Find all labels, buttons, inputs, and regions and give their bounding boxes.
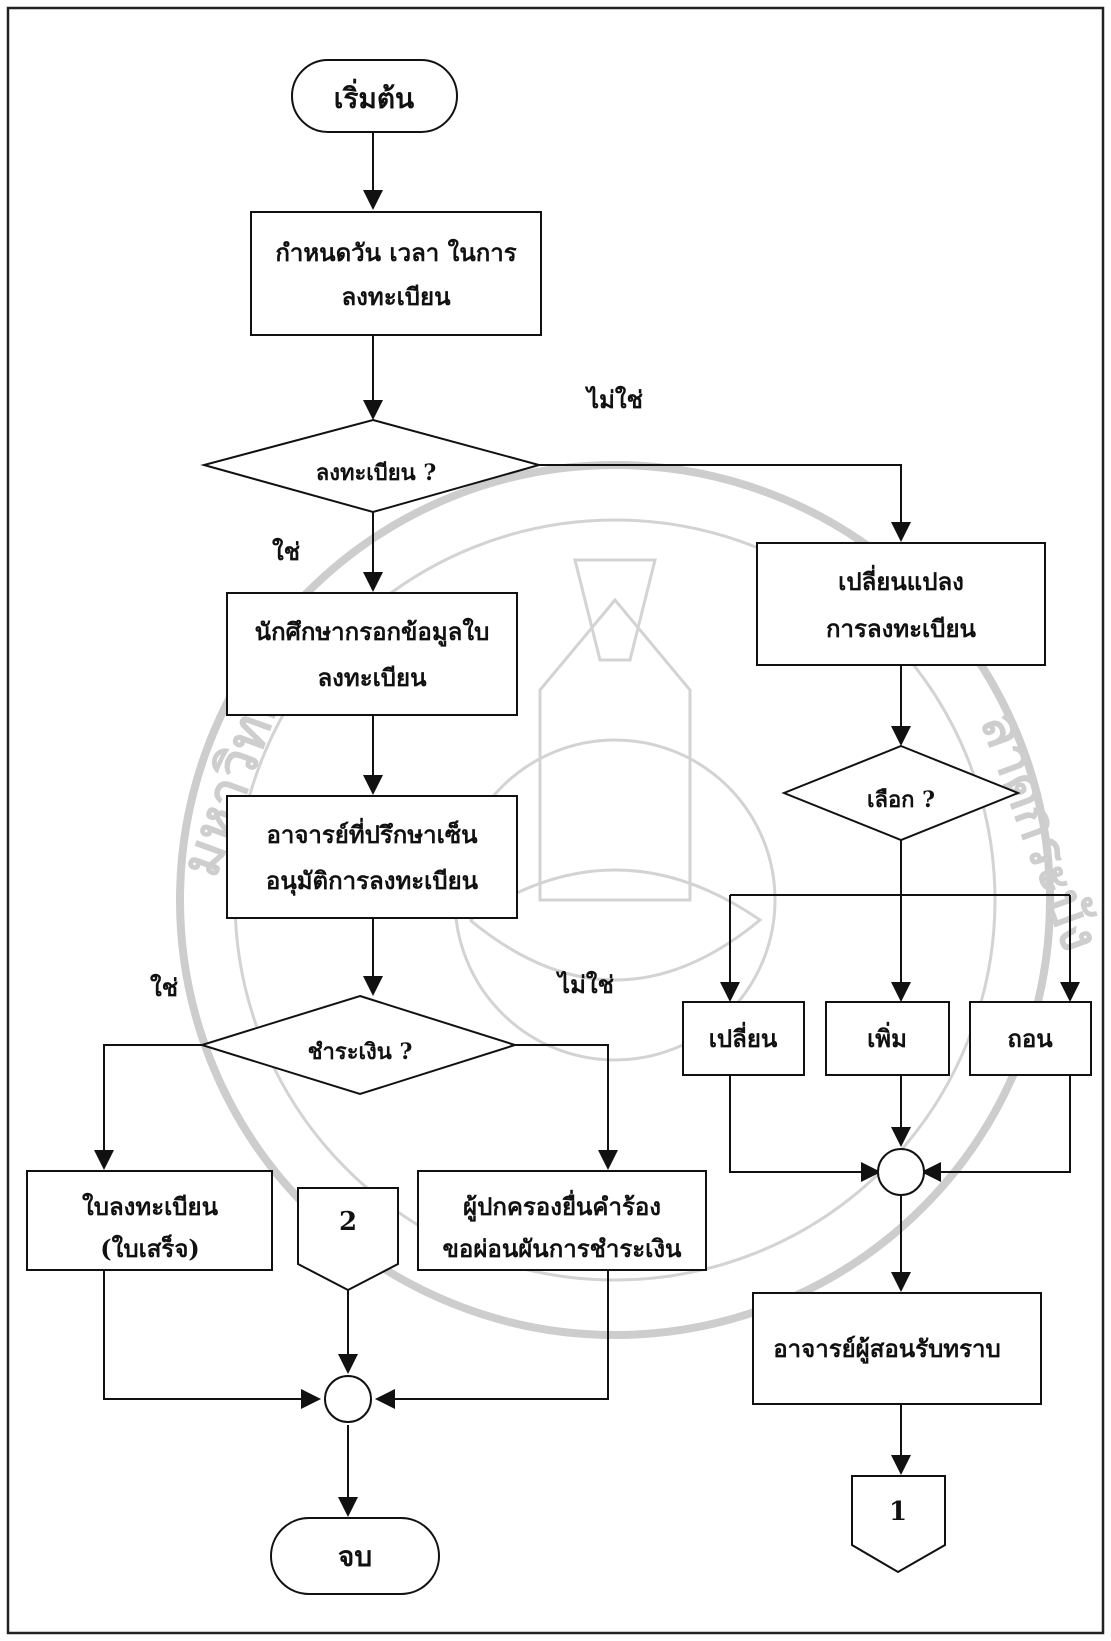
register-no-label: ไม่ใช่: [584, 385, 643, 414]
advisor-approve-process: อาจารย์ที่ปรึกษาเซ็น อนุมัติการลงทะเบียน: [226, 795, 518, 919]
start-terminal: เริ่มต้น: [291, 59, 458, 133]
choose-decision: เลือก ?: [781, 744, 1021, 842]
end-label: จบ: [338, 1540, 372, 1573]
register-decision: ลงทะเบียน ?: [200, 418, 543, 514]
fill-form-process: นักศึกษากรอกข้อมูลใบ ลงทะเบียน: [226, 592, 518, 716]
start-label: เริ่มต้น: [334, 78, 414, 115]
page-frame: [6, 6, 1105, 1635]
set-date-process: กำหนดวัน เวลา ในการ ลงทะเบียน: [250, 211, 542, 336]
instructor-label: อาจารย์ผู้สอนรับทราบ: [773, 1334, 1000, 1364]
offpage-connector-2: 2: [297, 1187, 399, 1292]
connectors: [94, 132, 1080, 1517]
advisor-line-2: อนุมัติการลงทะเบียน: [266, 866, 479, 897]
payment-question: ชำระเงิน ?: [308, 1039, 413, 1065]
fill-form-line-1: นักศึกษากรอกข้อมูลใบ: [255, 617, 490, 647]
offpage-connector-1: 1: [851, 1475, 946, 1574]
change-reg-line-2: การลงทะเบียน: [826, 614, 977, 643]
payment-no-label: ไม่ใช่: [555, 970, 614, 999]
option-add-process: เพิ่ม: [825, 1001, 950, 1076]
register-yes-label: ใช่: [272, 537, 300, 566]
merge-junction-right: [877, 1148, 925, 1196]
receipt-line-1: ใบลงทะเบียน: [82, 1192, 219, 1221]
change-registration-process: เปลี่ยนแปลง การลงทะเบียน: [756, 542, 1046, 666]
payment-decision: ชำระเงิน ?: [198, 994, 519, 1096]
connector-1-label: 1: [889, 1497, 907, 1527]
option-change-label: เปลี่ยน: [709, 1021, 778, 1053]
payment-yes-label: ใช่: [150, 973, 178, 1002]
merge-junction-left: [324, 1375, 372, 1423]
option-drop-label: ถอน: [1007, 1024, 1053, 1053]
fill-form-line-2: ลงทะเบียน: [317, 663, 427, 692]
deferral-line-1: ผู้ปกครองยื่นคำร้อง: [463, 1189, 661, 1222]
deferral-line-2: ขอผ่อนผันการชำระเงิน: [443, 1234, 683, 1263]
receipt-line-2: (ใบเสร็จ): [100, 1234, 199, 1263]
change-reg-line-1: เปลี่ยนแปลง: [838, 564, 964, 596]
deferral-request-process: ผู้ปกครองยื่นคำร้อง ขอผ่อนผันการชำระเงิน: [417, 1170, 707, 1271]
set-date-line-2: ลงทะเบียน: [341, 282, 451, 311]
instructor-ack-process: อาจารย์ผู้สอนรับทราบ: [752, 1292, 1042, 1405]
set-date-line-1: กำหนดวัน เวลา ในการ: [275, 238, 516, 267]
end-terminal: จบ: [270, 1517, 440, 1595]
choose-question: เลือก ?: [867, 787, 935, 813]
option-add-label: เพิ่ม: [867, 1021, 907, 1053]
option-drop-process: ถอน: [969, 1001, 1092, 1076]
register-question: ลงทะเบียน ?: [316, 460, 437, 486]
connector-2-label: 2: [339, 1207, 357, 1237]
option-change-process: เปลี่ยน: [682, 1001, 805, 1076]
receipt-process: ใบลงทะเบียน (ใบเสร็จ): [26, 1170, 273, 1271]
advisor-line-1: อาจารย์ที่ปรึกษาเซ็น: [266, 817, 478, 849]
